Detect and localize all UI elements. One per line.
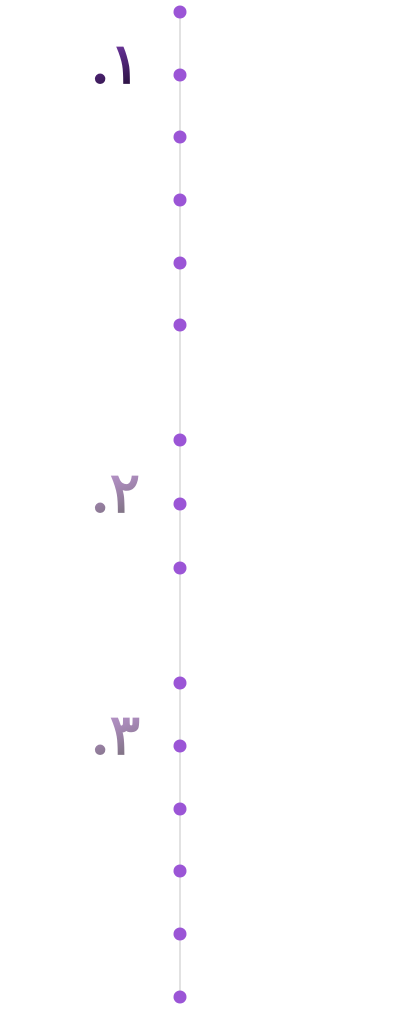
timeline-dot xyxy=(173,193,187,207)
timeline-dot xyxy=(173,130,187,144)
timeline-dot xyxy=(173,802,187,816)
step-number-1: ۱. xyxy=(70,36,140,92)
timeline-dot xyxy=(173,927,187,941)
timeline-dot xyxy=(173,561,187,575)
timeline-dot xyxy=(173,864,187,878)
timeline-dot xyxy=(173,990,187,1004)
timeline-dot xyxy=(173,433,187,447)
timeline-dot xyxy=(173,256,187,270)
step-number-2: ۲. xyxy=(70,465,140,521)
timeline-dot xyxy=(173,739,187,753)
step-number-3: ۳. xyxy=(70,707,140,763)
timeline-dots xyxy=(173,5,187,1004)
timeline-dot xyxy=(173,497,187,511)
timeline-dot xyxy=(173,318,187,332)
timeline-dot xyxy=(173,5,187,19)
timeline-dot xyxy=(173,676,187,690)
timeline-dot xyxy=(173,68,187,82)
